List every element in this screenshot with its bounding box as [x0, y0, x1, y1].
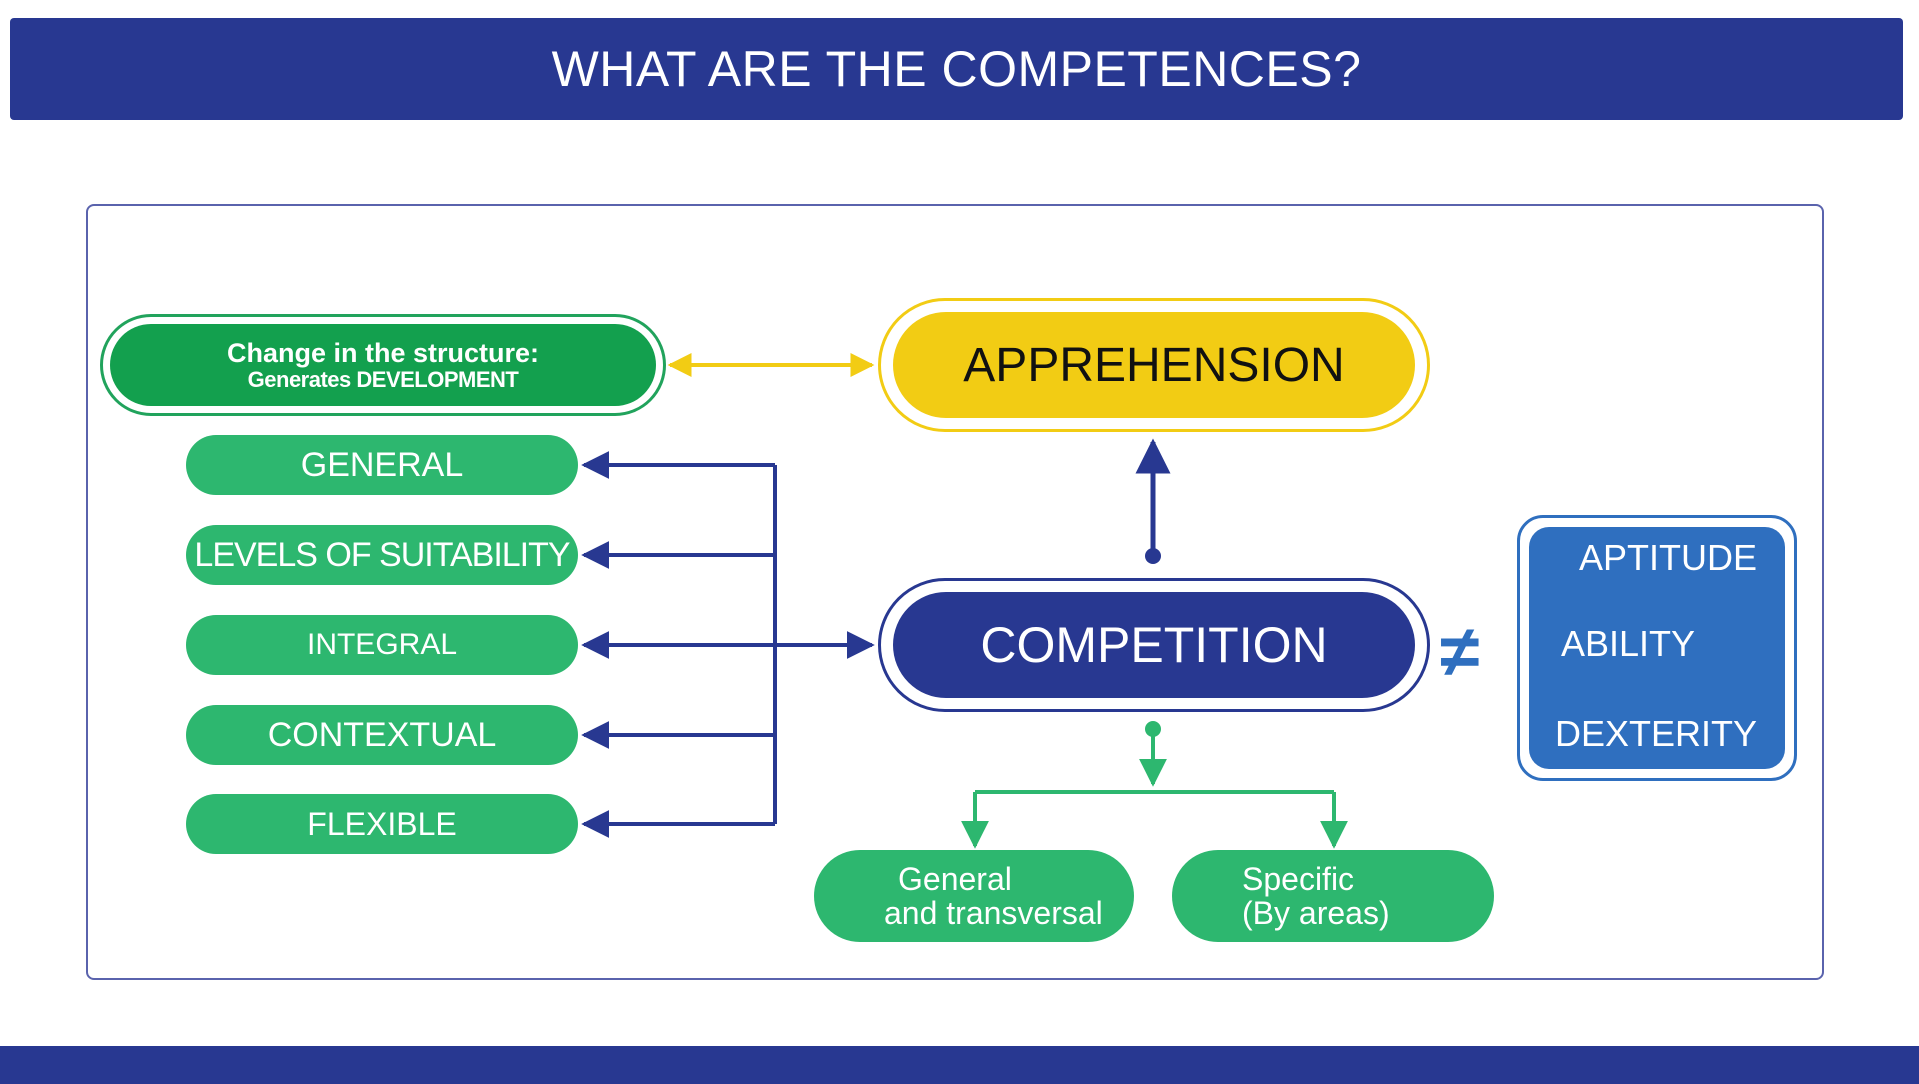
- type-specific-line2: (By areas): [1242, 895, 1390, 931]
- characteristic-contextual: CONTEXTUAL: [186, 705, 578, 765]
- page-title: WHAT ARE THE COMPETENCES?: [551, 41, 1362, 97]
- characteristic-levels-of-suitability: LEVELS OF SUITABILITY: [186, 525, 578, 585]
- change-structure-line2: Generates DEVELOPMENT: [247, 367, 519, 392]
- aptitude-box: APTITUDE ABILITY DEXTERITY: [1529, 527, 1785, 769]
- competition-outline: [878, 578, 1430, 712]
- apprehension-outline: [878, 298, 1430, 432]
- characteristic-flexible: FLEXIBLE: [186, 794, 578, 854]
- apprehension-label: APPREHENSION: [963, 338, 1345, 392]
- type-general-line2: and transversal: [884, 895, 1103, 931]
- footer-bar: [0, 1046, 1919, 1084]
- change-structure-line1: Change in the structure:: [226, 338, 540, 368]
- title-bar: WHAT ARE THE COMPETENCES?: [10, 18, 1903, 120]
- change-structure-node: Change in the structure: Generates DEVEL…: [110, 324, 656, 406]
- competition-label: COMPETITION: [980, 617, 1328, 673]
- type-specific: Specific (By areas): [1172, 850, 1494, 942]
- aptitude-label: APTITUDE: [1579, 537, 1758, 578]
- type-general-line1: General: [898, 861, 1012, 897]
- change-structure-outline: [100, 314, 666, 416]
- aptitude-box-outline: [1517, 515, 1797, 781]
- characteristic-general: GENERAL: [186, 435, 578, 495]
- competition-apprehension-dot: [1145, 548, 1161, 564]
- ability-label: ABILITY: [1561, 623, 1696, 664]
- competition-node: COMPETITION: [893, 592, 1415, 698]
- not-equal-icon: ≠: [1440, 612, 1480, 692]
- type-specific-line1: Specific: [1242, 861, 1355, 897]
- type-general-transversal: General and transversal: [814, 850, 1134, 942]
- characteristic-integral: INTEGRAL: [186, 615, 578, 675]
- apprehension-node: APPREHENSION: [893, 312, 1415, 418]
- dexterity-label: DEXTERITY: [1555, 713, 1758, 754]
